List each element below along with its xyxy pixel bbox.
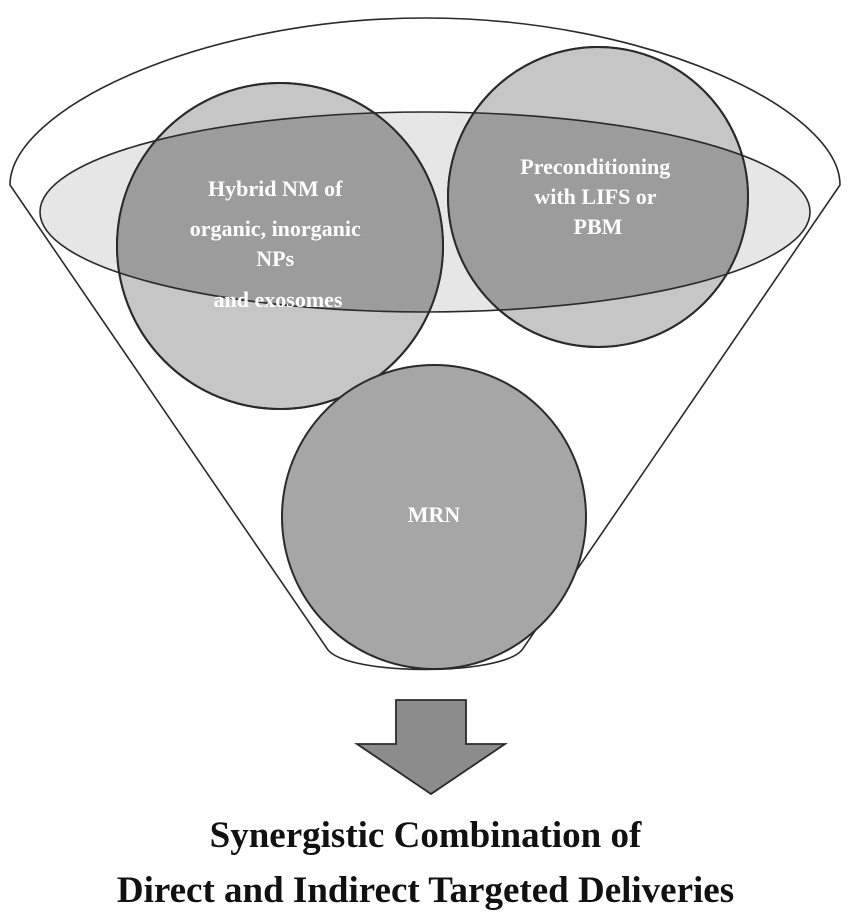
down-arrow-icon xyxy=(354,699,508,796)
preconditioning-circle-outline xyxy=(447,46,749,348)
hybrid-label: Hybrid NM of organic, inorganic NPs and … xyxy=(190,176,367,312)
mrn-circle xyxy=(281,364,587,670)
caption-line-1: Synergistic Combination of xyxy=(209,815,642,856)
hybrid-circle-overlap xyxy=(117,112,443,312)
funnel-rim-outline xyxy=(39,111,811,313)
caption-line-2: Direct and Indirect Targeted Deliveries xyxy=(116,870,735,911)
preconditioning-label: Preconditioning with LIFS or PBM xyxy=(520,154,675,239)
hybrid-circle-outline xyxy=(116,82,444,410)
mrn-label: MRN xyxy=(408,502,461,527)
